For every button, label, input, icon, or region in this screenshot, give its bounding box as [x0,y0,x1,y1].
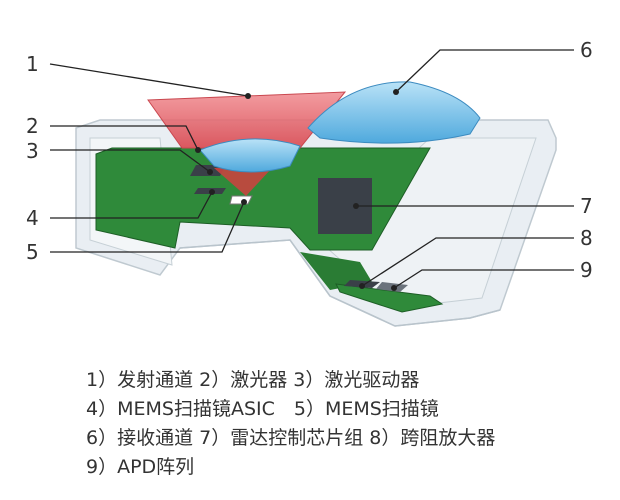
laser-emitter [214,168,272,196]
callout-9: 9 [580,258,593,282]
callout-1: 1 [26,52,39,76]
callout-3: 3 [26,139,39,163]
transmit-channel-beam [147,91,347,149]
transmit-lens [199,138,301,173]
legend-line: 6）接收通道 7）雷达控制芯片组 8）跨阻放大器 [86,427,496,449]
lidar-exploded-diagram: 1 2 3 4 5 6 7 8 9 [26,38,593,327]
callout-4: 4 [26,206,39,230]
callout-6: 6 [580,38,593,62]
callout-5: 5 [26,240,39,264]
leader-lines [49,49,574,289]
legend-line: 4）MEMS扫描镜ASIC 5）MEMS扫描镜 [86,398,439,420]
legend-line: 1）发射通道 2）激光器 3）激光驱动器 [86,369,420,391]
receive-channel-lens [307,81,481,144]
callout-7: 7 [580,194,593,218]
callout-8: 8 [580,226,593,250]
callout-2: 2 [26,114,39,138]
mems-mirror [229,195,253,205]
legend: 1）发射通道 2）激光器 3）激光驱动器 4）MEMS扫描镜ASIC 5）MEM… [86,366,606,482]
legend-line: 9）APD阵列 [86,456,195,478]
